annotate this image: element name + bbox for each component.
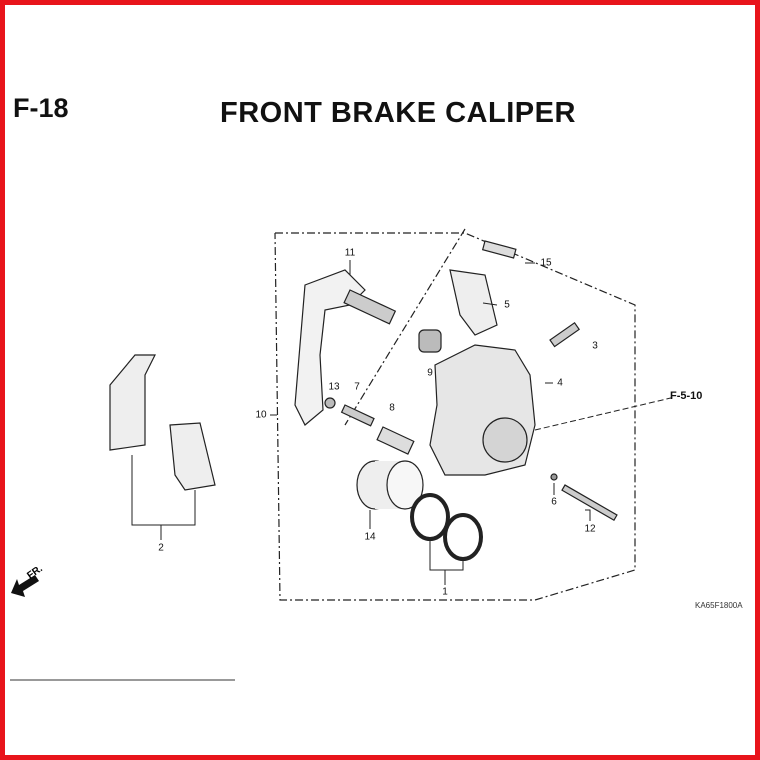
reference-link: F-5-10 <box>670 390 703 402</box>
callout-11: 11 <box>344 247 356 259</box>
callout-15: 15 <box>540 257 552 269</box>
brake-pad-b <box>169 422 216 491</box>
callout-4: 4 <box>557 377 563 389</box>
callout-10: 10 <box>255 409 267 421</box>
callout-13: 13 <box>328 381 340 393</box>
brake-pad-a <box>109 354 156 451</box>
callout-8: 8 <box>389 402 395 414</box>
seal-1a <box>410 493 450 541</box>
bolt-15 <box>481 240 517 259</box>
callout-9: 9 <box>427 367 433 379</box>
pad-spring <box>449 269 498 336</box>
caliper-bracket <box>294 269 366 426</box>
callout-12: 12 <box>584 523 596 535</box>
front-arrow-icon <box>11 575 39 597</box>
callout-14: 14 <box>364 531 376 543</box>
page-title: FRONT BRAKE CALIPER <box>220 97 576 129</box>
pin-8 <box>376 426 415 455</box>
callout-5: 5 <box>504 299 510 311</box>
pin-12 <box>561 484 618 522</box>
seal-13 <box>324 397 336 409</box>
callout-7: 7 <box>354 381 360 393</box>
parts-drawing <box>10 228 676 681</box>
section-code: F-18 <box>13 93 69 123</box>
callout-6: 6 <box>551 496 557 508</box>
ring-6 <box>550 473 558 481</box>
callout-1: 1 <box>442 586 448 598</box>
assembly-outline <box>274 232 636 601</box>
diagram-code: KA65F1800A <box>695 601 743 610</box>
callout-2: 2 <box>158 542 164 554</box>
pin-7 <box>340 404 375 427</box>
seal-1b <box>443 513 483 561</box>
bleeder-3 <box>549 321 580 348</box>
boot-9 <box>418 329 442 353</box>
callout-3: 3 <box>592 340 598 352</box>
